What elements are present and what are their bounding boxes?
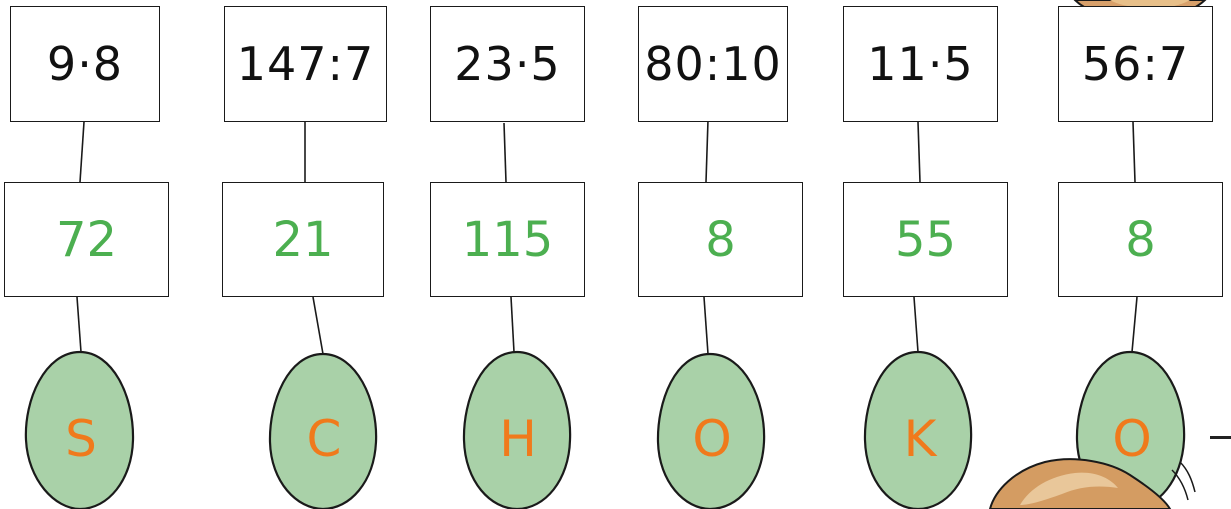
egg-2	[268, 352, 378, 509]
connector-lines	[76, 119, 1138, 355]
expression-box-5: 11·5	[843, 6, 998, 122]
expression-text: 56:7	[1081, 37, 1190, 91]
egg-letter-3: H	[499, 410, 537, 468]
expression-text: 11·5	[867, 37, 974, 91]
mouse-head-decoration	[988, 458, 1196, 509]
egg-5	[863, 350, 973, 509]
expression-text: 23·5	[454, 37, 561, 91]
egg-letter-4: O	[692, 410, 732, 468]
answer-text: 55	[894, 211, 957, 268]
egg-1	[24, 350, 135, 509]
egg-3	[462, 350, 572, 509]
answer-box-6: 8	[1058, 182, 1223, 297]
eggs	[24, 350, 1186, 509]
expression-box-2: 147:7	[224, 6, 387, 122]
answer-text: 8	[705, 211, 736, 268]
answer-text: 21	[272, 211, 334, 268]
expression-box-4: 80:10	[638, 6, 788, 122]
answer-box-4: 8	[638, 182, 803, 297]
egg-letter-1: S	[65, 410, 97, 468]
egg-letter-2: C	[306, 410, 342, 468]
egg-letter-6: O	[1112, 410, 1152, 468]
expression-box-6: 56:7	[1058, 6, 1213, 122]
answer-box-3: 115	[430, 182, 585, 297]
answer-text: 72	[55, 211, 118, 268]
answer-box-2: 21	[222, 182, 384, 297]
expression-box-1: 9·8	[10, 6, 160, 122]
expression-box-3: 23·5	[430, 6, 585, 122]
egg-4	[656, 352, 766, 509]
expression-text: 80:10	[644, 37, 782, 91]
answer-box-1: 72	[4, 182, 169, 297]
expression-text: 9·8	[46, 37, 124, 91]
answer-box-5: 55	[843, 182, 1008, 297]
expression-text: 147:7	[236, 37, 375, 91]
answer-text: 8	[1125, 211, 1156, 268]
hyphen-dash	[1210, 436, 1231, 439]
answer-text: 115	[461, 211, 554, 268]
egg-letter-5: K	[903, 410, 937, 468]
